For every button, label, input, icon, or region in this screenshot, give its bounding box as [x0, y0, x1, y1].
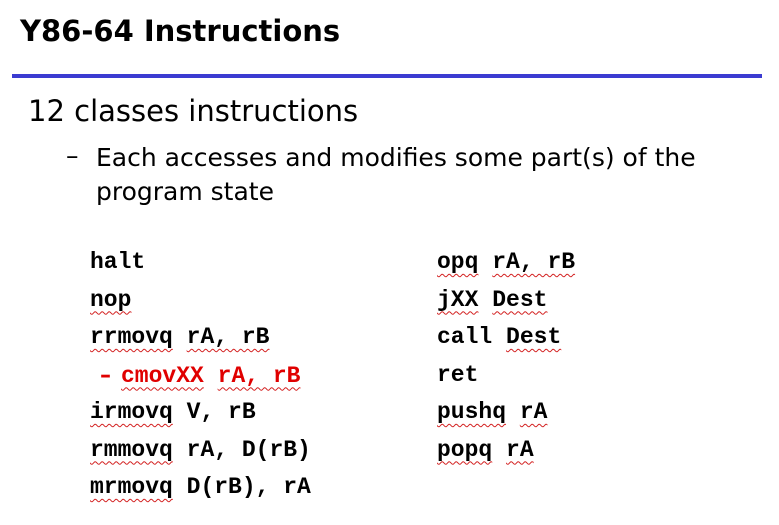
sub-item-dash: – [100, 362, 111, 388]
instruction-rrmovq: rrmovq rA, rB [90, 319, 311, 357]
instruction-call: call Dest [437, 319, 575, 357]
instruction-op: mrmovq [90, 474, 173, 500]
instruction-args: rA, rB [186, 324, 270, 350]
instruction-op: halt [90, 249, 146, 275]
instruction-op: rrmovq [90, 324, 173, 350]
instruction-rmmovq: rmmovq rA, D(rB) [90, 432, 311, 470]
instruction-irmovq: irmovq V, rB [90, 394, 311, 432]
instruction-nop: nop [90, 282, 311, 320]
instruction-args: V, rB [186, 399, 256, 425]
instruction-mrmovq: mrmovq D(rB), rA [90, 469, 311, 507]
instruction-args: rA, rB [492, 249, 576, 275]
instruction-op: rmmovq [90, 436, 173, 463]
instruction-args: Dest [506, 324, 562, 350]
instruction-list-right: opq rA, rB jXX Dest call Dest ret pushq … [437, 244, 575, 469]
instruction-opq: opq rA, rB [437, 244, 575, 282]
title-divider [12, 74, 762, 78]
instruction-op: cmovXX [121, 362, 204, 389]
sub-bullet-dash: – [66, 141, 79, 170]
instruction-op: pushq [437, 399, 507, 425]
instruction-pushq: pushq rA [437, 394, 575, 432]
instruction-op: ret [437, 361, 479, 388]
instruction-args: rA, rB [217, 362, 301, 389]
sub-bullet-line-2: program state [96, 177, 274, 206]
instruction-popq: popq rA [437, 432, 575, 470]
instruction-op: popq [437, 436, 493, 463]
instruction-args: D(rB), rA [186, 474, 311, 500]
instruction-op: opq [437, 249, 479, 275]
instruction-op: irmovq [90, 399, 173, 425]
slide-title: Y86-64 Instructions [20, 14, 341, 48]
main-bullet: 12 classes instructions [28, 94, 359, 128]
instruction-cmovxx: –cmovXX rA, rB [90, 357, 311, 395]
instruction-op: nop [90, 286, 132, 313]
instruction-args: rA [519, 399, 548, 425]
instruction-args: Dest [492, 286, 548, 313]
instruction-halt: halt [90, 244, 311, 282]
instruction-args: rA, D(rB) [186, 436, 311, 463]
sub-bullet-line-1: Each accesses and modifies some part(s) … [96, 143, 696, 172]
instruction-jxx: jXX Dest [437, 282, 575, 320]
instruction-op: call [437, 324, 493, 350]
instruction-op: jXX [437, 286, 479, 313]
instruction-list-left: halt nop rrmovq rA, rB –cmovXX rA, rB ir… [90, 244, 311, 507]
instruction-ret: ret [437, 357, 575, 395]
sub-bullet-text: Each accesses and modifies some part(s) … [96, 141, 746, 209]
instruction-args: rA [506, 436, 534, 463]
